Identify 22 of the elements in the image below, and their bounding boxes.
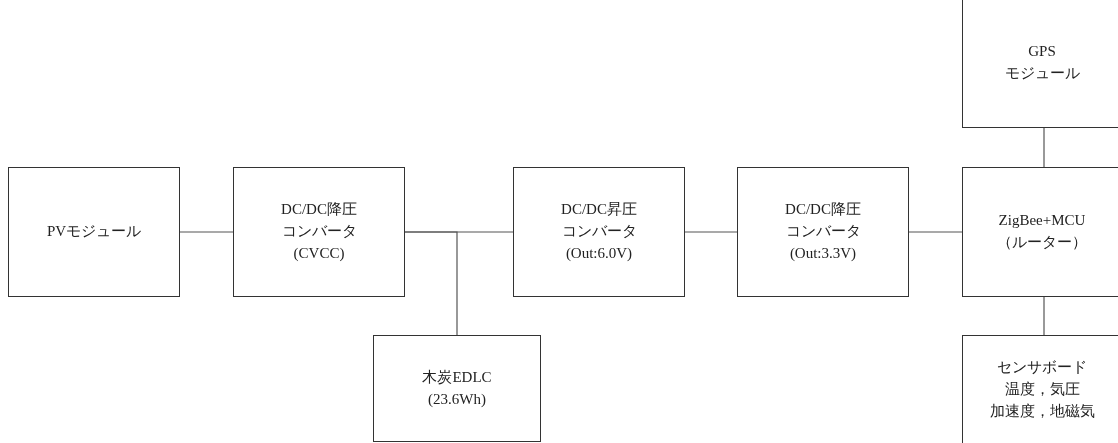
block-box xyxy=(373,335,541,442)
block-label: DC/DC降圧コンバータ(Out:3.3V) xyxy=(785,200,861,263)
connector-line xyxy=(908,231,963,233)
block-box xyxy=(233,167,405,297)
block-label: 木炭EDLC (23.6Wh) xyxy=(422,367,492,409)
connector-line xyxy=(1043,127,1045,168)
connector-line xyxy=(404,231,458,336)
block-label: DC/DC降圧コンバータ(CVCC) xyxy=(281,200,357,263)
block-label: ZigBee+MCU （ルーター） xyxy=(997,211,1087,252)
connector-line xyxy=(179,231,234,233)
block-label: GPSモジュール xyxy=(1004,42,1080,83)
block-box xyxy=(737,167,909,297)
connector-line xyxy=(684,231,738,233)
block-box xyxy=(962,0,1118,128)
block-box xyxy=(513,167,685,297)
block-label: センサボード温度，気圧加速度，地磁気 xyxy=(989,358,1095,421)
block-box xyxy=(962,335,1118,443)
block-label: DC/DC昇圧コンバータ(Out:6.0V) xyxy=(561,200,637,263)
connector-line xyxy=(1043,296,1045,336)
block-box xyxy=(962,167,1118,297)
block-label: PVモジュール xyxy=(46,222,142,242)
block-box xyxy=(8,167,180,297)
